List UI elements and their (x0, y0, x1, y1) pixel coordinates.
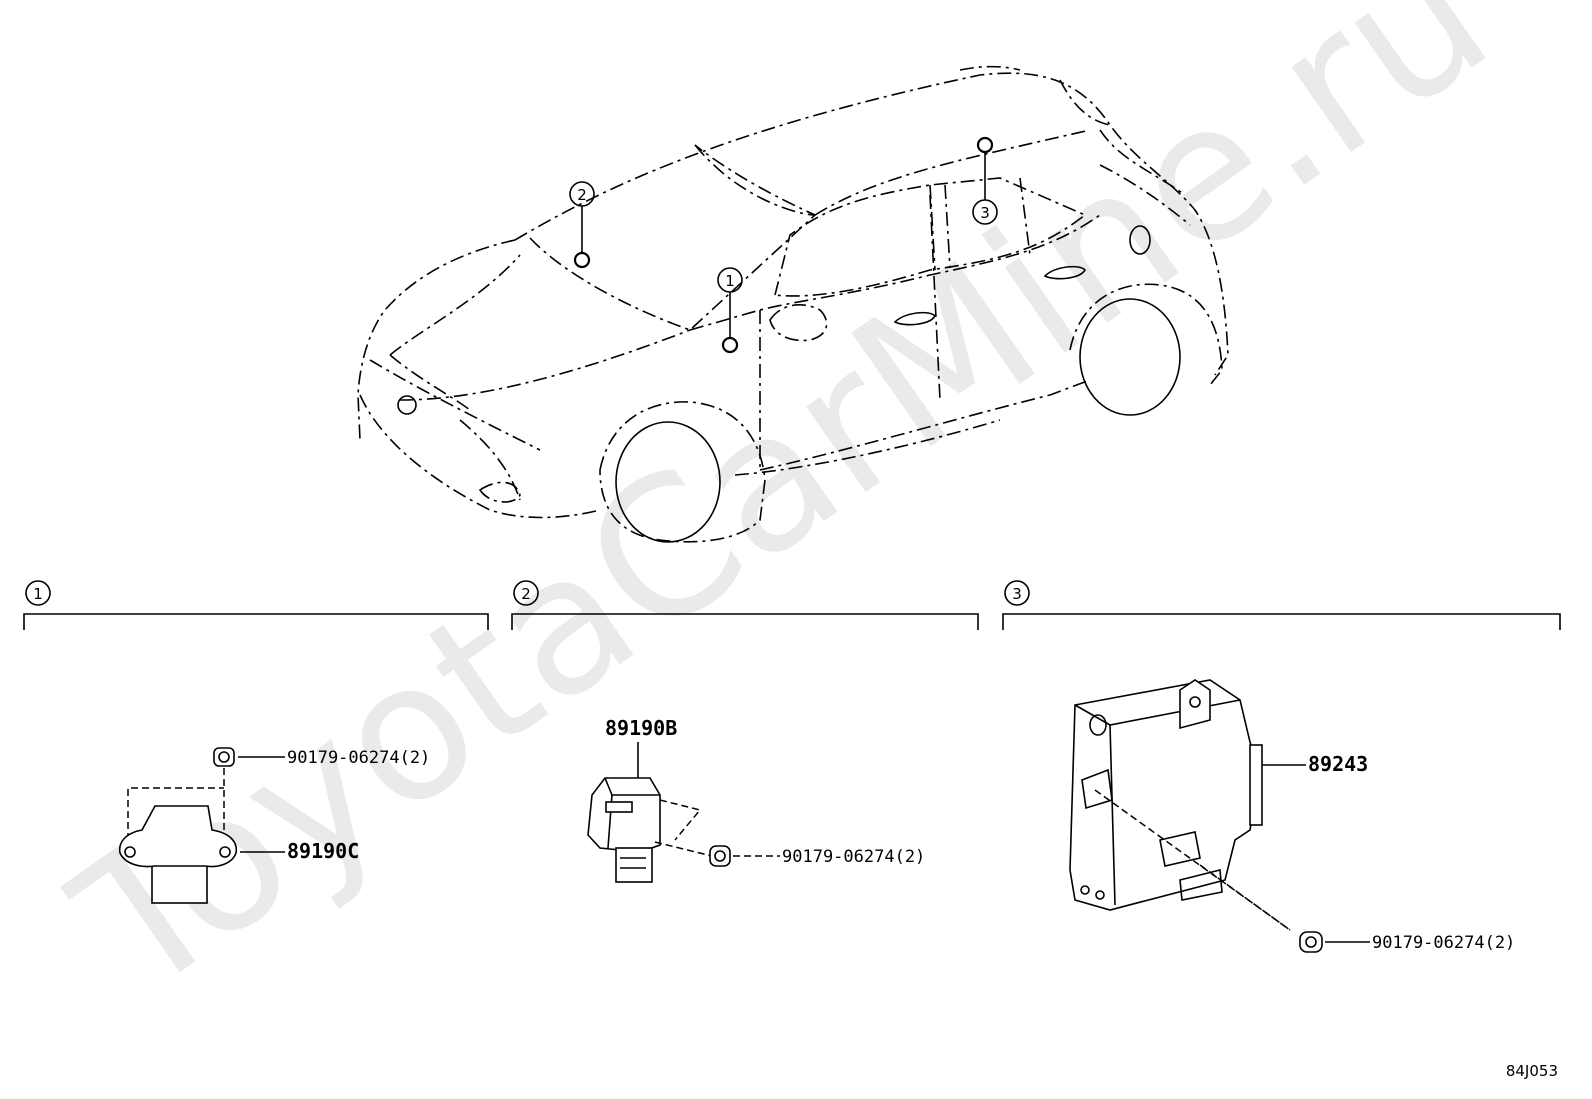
sensor-icon (118, 805, 238, 904)
callout-3-marker: 3 (972, 136, 998, 225)
part-label-89190C: 89190C (287, 839, 359, 863)
callout-2-marker: 2 (569, 181, 595, 269)
diagram-code: 84J053 (1506, 1062, 1558, 1080)
control-module-icon (1069, 679, 1263, 911)
part-label-90179-06274: 90179-06274(2) (1372, 933, 1515, 953)
svg-text:1: 1 (33, 585, 43, 603)
section-1-parts: 90179-06274(2) 89190C (118, 747, 430, 904)
bolt-icon (213, 747, 235, 767)
svg-text:1: 1 (725, 272, 735, 290)
section-2-header: 2 (511, 580, 979, 630)
bolt-icon (1299, 931, 1323, 953)
part-label-90179-06274: 90179-06274(2) (287, 748, 430, 768)
section-2-parts: 89190B 90179-06274(2) (587, 716, 925, 883)
section-3-parts: 89243 90179-06274(2) (1069, 679, 1515, 953)
svg-text:2: 2 (577, 186, 587, 204)
part-label-90179-06274: 90179-06274(2) (782, 847, 925, 867)
bolt-icon (709, 845, 731, 867)
section-3-header: 3 (1002, 580, 1561, 630)
svg-text:2: 2 (521, 585, 531, 603)
watermark: ToyotaCarMine.ru (38, 0, 1525, 1037)
part-label-89190B: 89190B (605, 716, 677, 740)
callout-1-marker: 1 (717, 267, 743, 354)
sensor-icon (587, 777, 661, 883)
car-illustration (357, 65, 1229, 543)
part-label-89243: 89243 (1308, 752, 1368, 776)
svg-text:3: 3 (980, 204, 990, 222)
svg-text:3: 3 (1012, 585, 1022, 603)
section-1-header: 1 (23, 580, 489, 630)
